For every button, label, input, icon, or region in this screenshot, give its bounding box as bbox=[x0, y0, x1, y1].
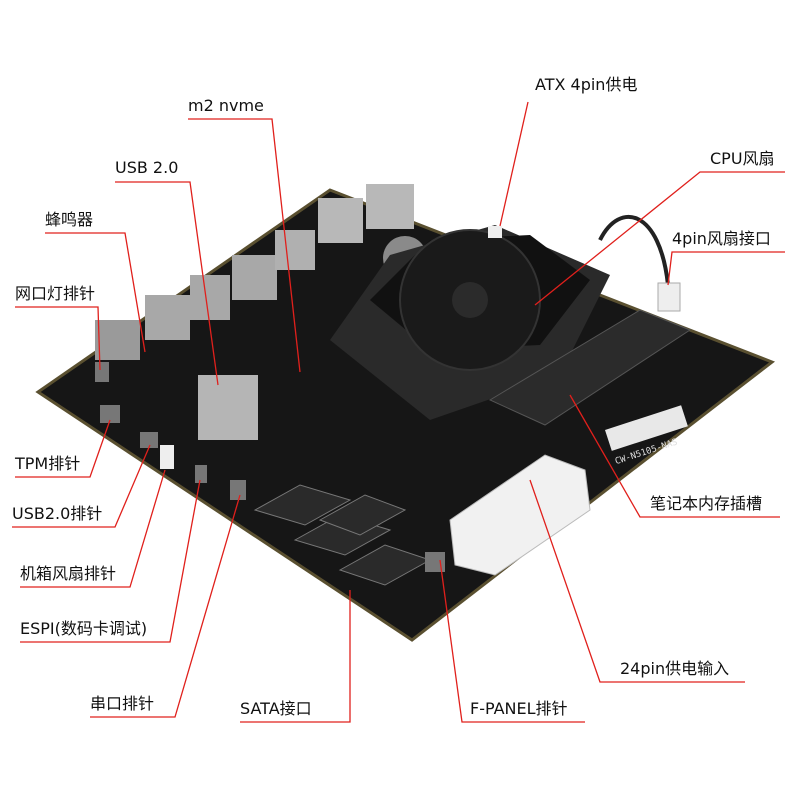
label-serial-header: 串口排针 bbox=[90, 694, 155, 713]
leader-m2-nvme bbox=[188, 118, 301, 373]
label-sata: SATA接口 bbox=[240, 699, 312, 718]
label-atx-4pin: ATX 4pin供电 bbox=[535, 75, 638, 94]
leader-sata bbox=[240, 590, 351, 723]
leader-lines bbox=[12, 101, 785, 723]
leader-lan-led bbox=[15, 306, 101, 371]
label-usb20: USB 2.0 bbox=[115, 158, 179, 177]
label-buzzer: 蜂鸣器 bbox=[45, 210, 94, 229]
label-sodimm: 笔记本内存插槽 bbox=[650, 494, 763, 513]
leader-cpu-fan bbox=[534, 171, 785, 306]
leader-serial bbox=[90, 494, 241, 718]
pin-headers bbox=[95, 362, 445, 572]
leader-fpanel bbox=[439, 559, 585, 723]
leader-atx-4pin bbox=[499, 101, 529, 227]
sata-ports bbox=[253, 484, 432, 586]
leader-case-fan bbox=[20, 469, 166, 588]
leader-sodimm bbox=[569, 394, 780, 518]
leader-fan-4pin bbox=[667, 251, 785, 286]
leader-usb20-header bbox=[12, 444, 151, 528]
label-espi: ESPI(数码卡调试) bbox=[20, 619, 148, 638]
sodimm-slot bbox=[488, 309, 692, 426]
leader-tpm bbox=[15, 419, 111, 478]
leader-buzzer bbox=[45, 232, 146, 353]
leader-usb20 bbox=[115, 181, 219, 386]
label-24pin: 24pin供电输入 bbox=[620, 659, 730, 678]
atx-24pin-connector bbox=[449, 454, 591, 576]
label-lan-led-header: 网口灯排针 bbox=[15, 284, 96, 303]
label-fan-4pin: 4pin风扇接口 bbox=[672, 229, 771, 248]
label-m2-nvme: m2 nvme bbox=[188, 96, 264, 115]
label-cpu-fan: CPU风扇 bbox=[710, 149, 775, 168]
leader-espi bbox=[20, 479, 201, 643]
label-fpanel: F-PANEL排针 bbox=[470, 699, 568, 718]
label-usb20-header: USB2.0排针 bbox=[12, 504, 103, 523]
leader-24pin bbox=[529, 479, 745, 683]
label-case-fan-header: 机箱风扇排针 bbox=[20, 564, 117, 583]
label-tpm-header: TPM排针 bbox=[15, 454, 81, 473]
